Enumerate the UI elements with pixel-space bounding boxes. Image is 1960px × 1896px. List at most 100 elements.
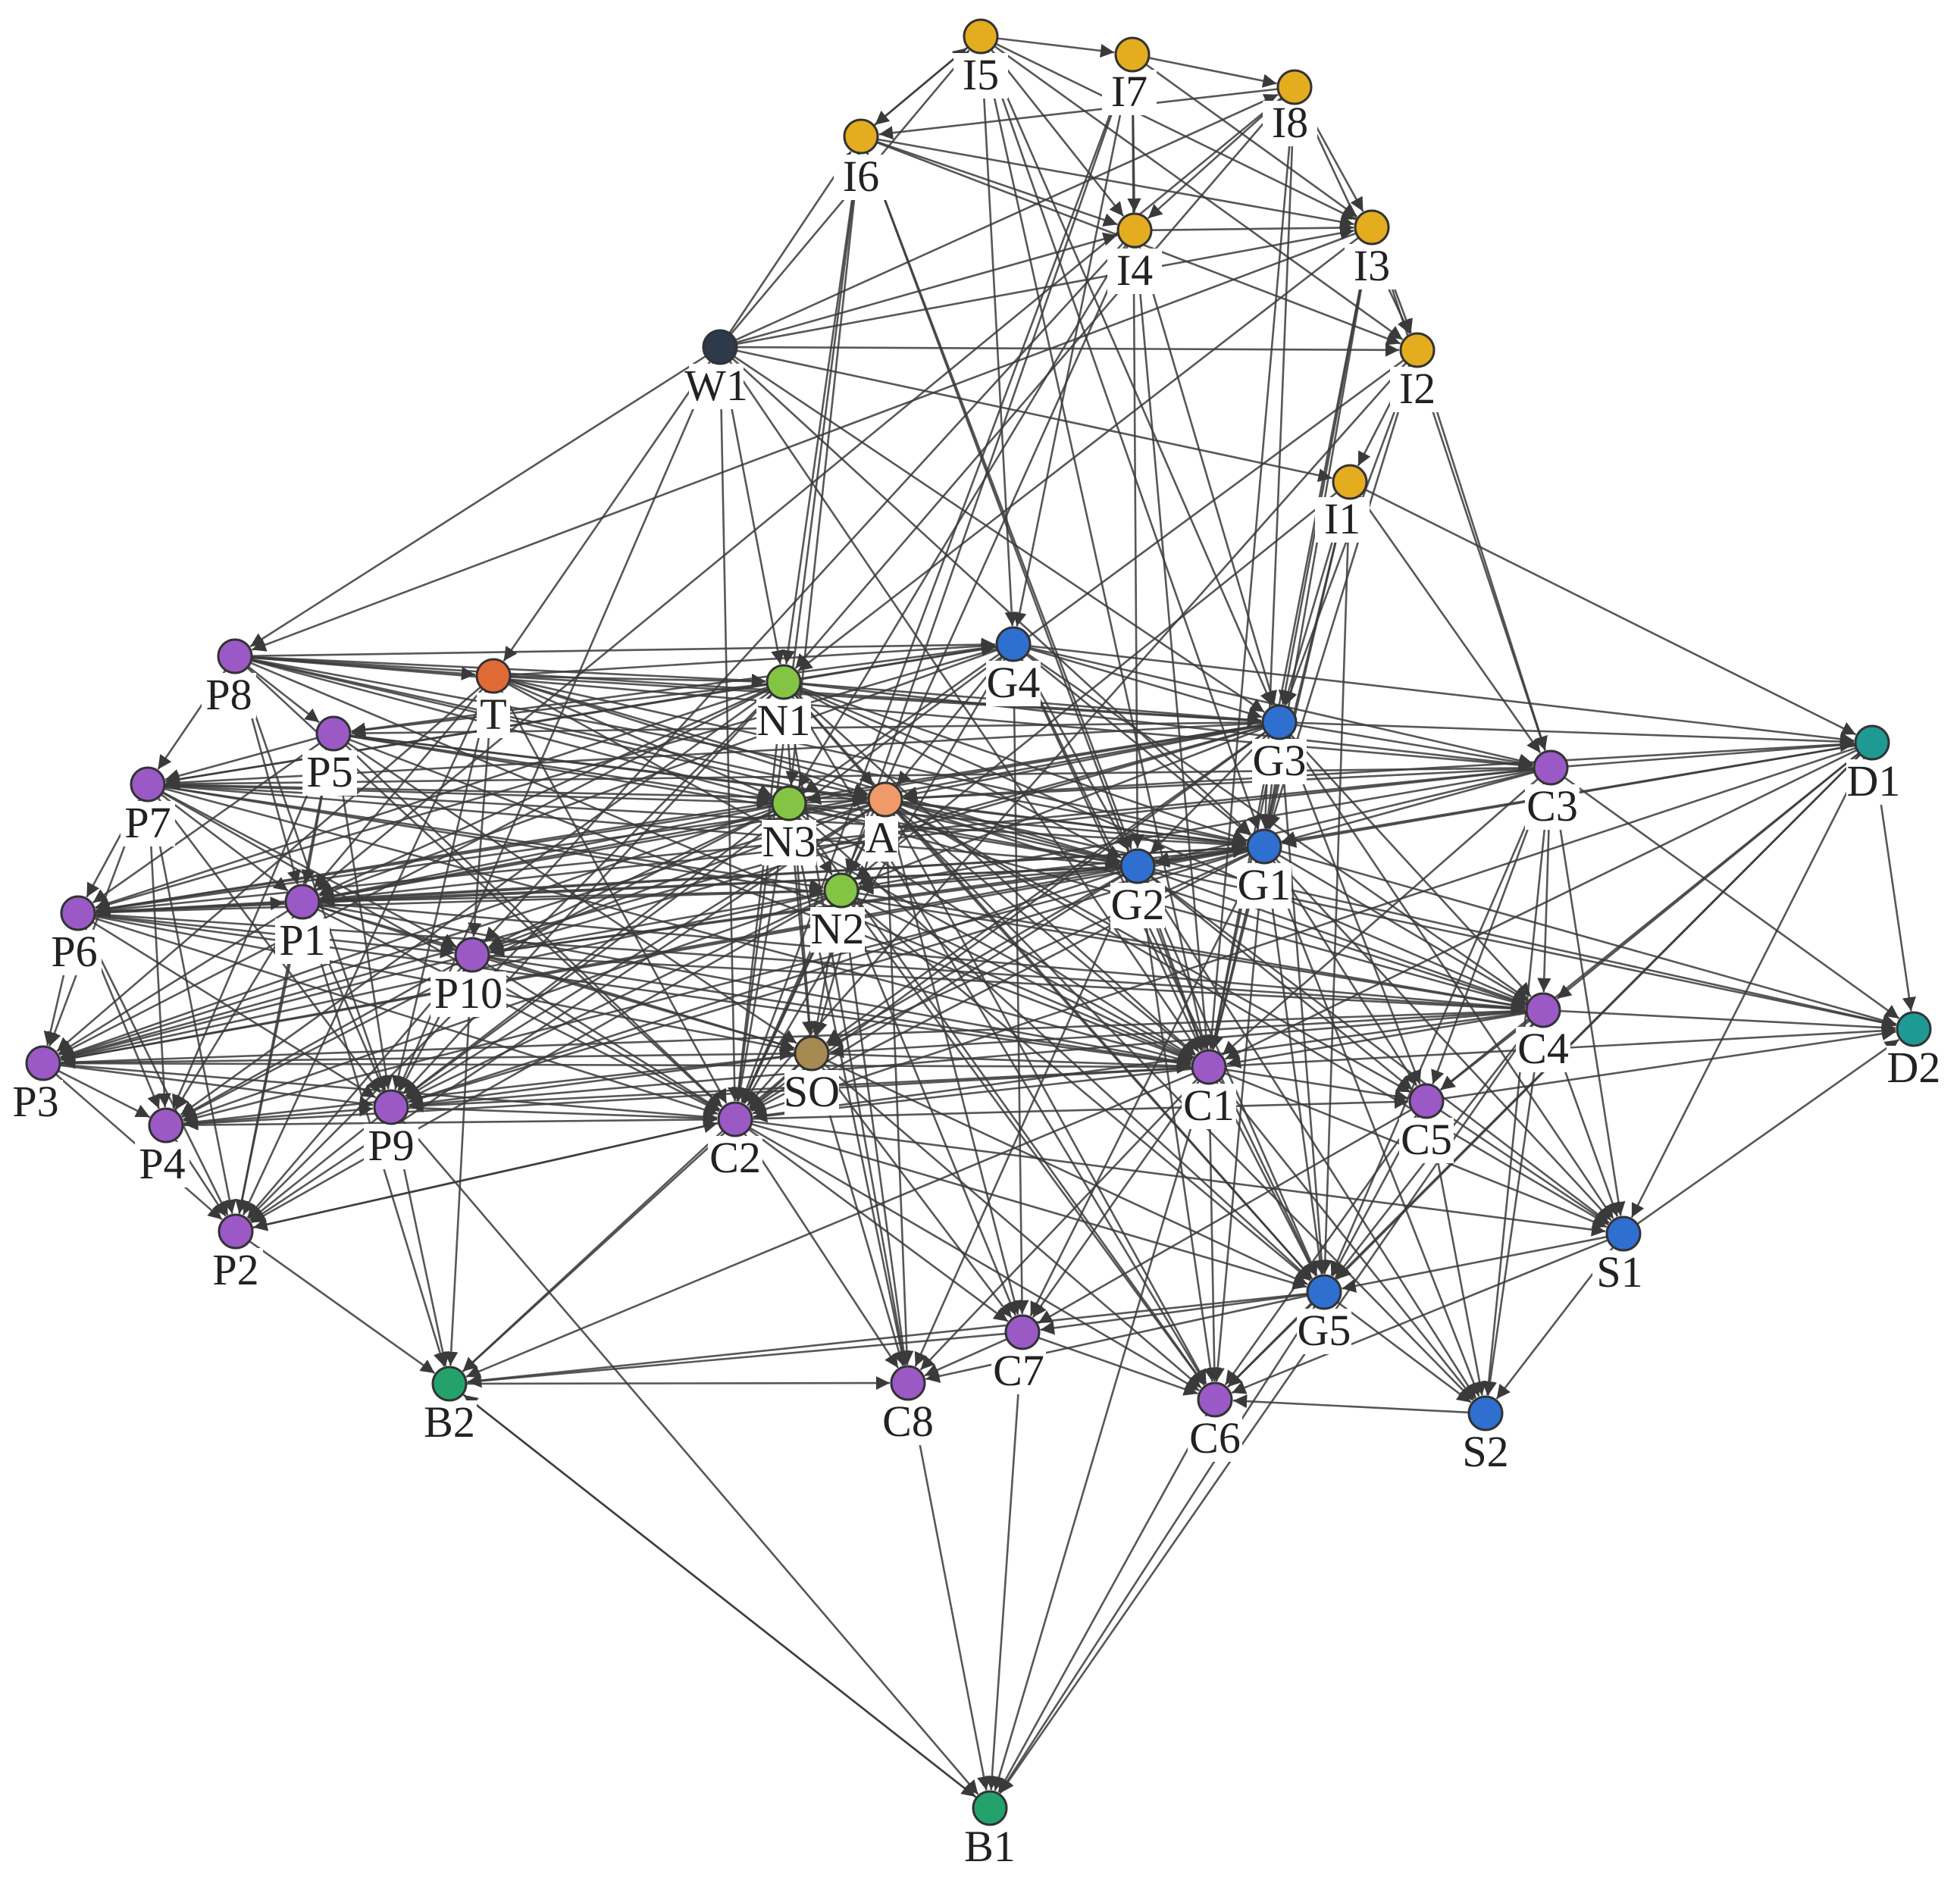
node-c5[interactable]: C5 <box>1399 1083 1454 1164</box>
node-p8[interactable]: P8 <box>202 638 256 719</box>
node-p5[interactable]: P5 <box>302 715 357 796</box>
node-circle-p4[interactable] <box>148 1107 184 1144</box>
node-circle-i2[interactable] <box>1399 332 1436 368</box>
node-g2[interactable]: G2 <box>1110 848 1165 929</box>
node-circle-t[interactable] <box>475 658 512 694</box>
node-c2[interactable]: C2 <box>708 1101 762 1182</box>
node-g5[interactable]: G5 <box>1297 1274 1351 1355</box>
node-circle-c3[interactable] <box>1533 749 1569 786</box>
node-circle-w1[interactable] <box>702 329 738 365</box>
node-circle-n2[interactable] <box>823 872 859 909</box>
node-circle-b1[interactable] <box>972 1790 1008 1826</box>
edge-i1-to-g5 <box>1318 498 1351 1275</box>
node-circle-c2[interactable] <box>717 1101 753 1137</box>
node-circle-c6[interactable] <box>1197 1381 1233 1418</box>
node-circle-i6[interactable] <box>843 118 879 155</box>
node-g1[interactable]: G1 <box>1237 828 1292 909</box>
node-b2[interactable]: B2 <box>422 1366 477 1447</box>
node-circle-p2[interactable] <box>218 1213 254 1250</box>
node-so[interactable]: SO <box>784 1035 840 1116</box>
node-circle-i8[interactable] <box>1276 69 1313 105</box>
node-p7[interactable]: P7 <box>121 766 175 847</box>
node-circle-a[interactable] <box>867 781 903 818</box>
node-d1[interactable]: D1 <box>1846 724 1901 806</box>
node-circle-so[interactable] <box>794 1035 830 1072</box>
node-c4[interactable]: C4 <box>1516 992 1570 1073</box>
node-i6[interactable]: I6 <box>834 118 888 201</box>
node-p2[interactable]: P2 <box>208 1213 263 1294</box>
node-i2[interactable]: I2 <box>1390 332 1445 413</box>
node-circle-n3[interactable] <box>771 785 807 821</box>
node-circle-s2[interactable] <box>1467 1395 1504 1431</box>
node-n2[interactable]: N2 <box>810 872 865 953</box>
node-circle-p10[interactable] <box>454 937 490 973</box>
node-circle-g3[interactable] <box>1261 704 1298 740</box>
node-i8[interactable]: I8 <box>1263 69 1317 147</box>
node-c8[interactable]: C8 <box>881 1365 935 1446</box>
node-circle-g5[interactable] <box>1306 1274 1342 1310</box>
node-circle-d2[interactable] <box>1896 1011 1932 1047</box>
node-circle-p6[interactable] <box>60 895 96 931</box>
node-i7[interactable]: I7 <box>1102 36 1157 116</box>
edge-g4-to-g5 <box>1019 659 1317 1276</box>
node-p6[interactable]: P6 <box>47 895 102 976</box>
node-circle-g2[interactable] <box>1119 848 1156 884</box>
node-g3[interactable]: G3 <box>1252 704 1307 785</box>
node-circle-i1[interactable] <box>1332 464 1368 500</box>
node-c7[interactable]: C7 <box>991 1314 1046 1395</box>
node-circle-s1[interactable] <box>1605 1216 1642 1252</box>
node-i3[interactable]: I3 <box>1345 209 1399 290</box>
node-circle-p3[interactable] <box>25 1045 61 1081</box>
node-circle-p5[interactable] <box>315 715 352 752</box>
node-n1[interactable]: N1 <box>756 664 811 745</box>
node-circle-p7[interactable] <box>130 766 166 803</box>
node-circle-c5[interactable] <box>1408 1083 1445 1119</box>
node-s1[interactable]: S1 <box>1592 1216 1647 1297</box>
node-circle-d1[interactable] <box>1854 724 1890 761</box>
node-i5[interactable]: I5 <box>953 18 1008 99</box>
node-p1[interactable]: P1 <box>275 884 330 965</box>
node-p10[interactable]: P10 <box>431 937 506 1018</box>
node-i4[interactable]: I4 <box>1107 212 1162 295</box>
node-p3[interactable]: P3 <box>8 1045 63 1126</box>
node-a[interactable]: A <box>865 781 903 862</box>
node-circle-n1[interactable] <box>766 664 802 700</box>
edge-p5-to-c1 <box>349 738 1193 1062</box>
node-circle-p9[interactable] <box>373 1089 409 1125</box>
node-circle-c8[interactable] <box>890 1365 926 1401</box>
node-c1[interactable]: C1 <box>1182 1049 1236 1130</box>
node-t[interactable]: T <box>475 658 512 739</box>
node-circle-c1[interactable] <box>1191 1049 1227 1085</box>
edge-p9-to-b1 <box>401 1119 979 1795</box>
node-circle-c7[interactable] <box>1004 1314 1041 1350</box>
node-label-background <box>1525 784 1580 830</box>
node-circle-c4[interactable] <box>1525 992 1561 1028</box>
node-circle-p1[interactable] <box>284 884 321 920</box>
node-g4[interactable]: G4 <box>986 626 1041 707</box>
edge-g3-to-g5 <box>1279 738 1329 1275</box>
node-circle-i7[interactable] <box>1114 36 1151 73</box>
node-circle-p8[interactable] <box>217 638 253 674</box>
node-p9[interactable]: P9 <box>364 1089 418 1170</box>
node-circle-b2[interactable] <box>431 1366 468 1402</box>
node-c6[interactable]: C6 <box>1188 1381 1242 1463</box>
node-i1[interactable]: I1 <box>1315 464 1370 543</box>
edge-so-to-p9 <box>409 1054 796 1110</box>
node-p4[interactable]: P4 <box>135 1107 189 1188</box>
node-d2[interactable]: D2 <box>1886 1011 1941 1092</box>
node-circle-i3[interactable] <box>1354 209 1390 246</box>
node-label-p3: P3 <box>12 1077 58 1126</box>
node-circle-g1[interactable] <box>1246 828 1282 865</box>
node-c3[interactable]: C3 <box>1525 749 1580 831</box>
node-n3[interactable]: N3 <box>762 785 816 866</box>
edge-g2-to-s1 <box>1150 875 1610 1224</box>
edge-n2-to-p9 <box>407 896 827 1100</box>
node-circle-i5[interactable] <box>963 18 999 55</box>
edge-c4-to-s2 <box>1483 1026 1542 1396</box>
node-circle-g4[interactable] <box>995 626 1032 662</box>
node-b1[interactable]: B1 <box>963 1790 1017 1871</box>
edge-p7-to-n2 <box>164 786 824 893</box>
node-w1[interactable]: W1 <box>684 329 748 410</box>
node-s2[interactable]: S2 <box>1458 1395 1513 1476</box>
node-circle-i4[interactable] <box>1116 212 1153 249</box>
